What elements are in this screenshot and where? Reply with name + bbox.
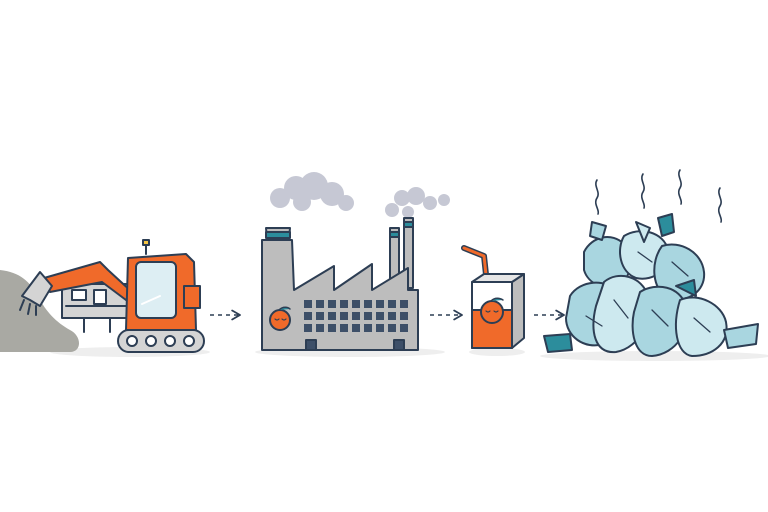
orange-mascot-icon	[480, 297, 504, 324]
track-wheel	[164, 335, 176, 347]
garbage-bag	[675, 296, 728, 357]
window-glint	[141, 295, 161, 305]
factory-building	[261, 239, 419, 351]
juice-box-icon	[461, 245, 525, 356]
earth-pile	[0, 270, 79, 352]
bag-tie	[675, 279, 697, 297]
stage-product	[461, 245, 525, 356]
track-wheel	[126, 335, 138, 347]
garbage-bags-icon	[540, 169, 768, 361]
chimney-stripe	[265, 231, 291, 239]
stage-extraction	[0, 239, 210, 357]
bag-folds	[585, 251, 711, 333]
bag-tie	[657, 213, 675, 237]
stage-waste	[540, 169, 768, 361]
excavator-icon	[0, 239, 210, 357]
bag-tie	[723, 323, 759, 349]
bag-tie	[589, 221, 607, 241]
machine-panel	[71, 289, 87, 301]
stage-manufacturing	[255, 172, 450, 357]
smoke-cloud-left	[270, 172, 354, 211]
bag-tie	[543, 333, 573, 353]
track-wheel	[183, 335, 195, 347]
odor-lines	[594, 169, 723, 223]
chimney-stripe	[403, 221, 414, 228]
bucket-teeth	[19, 299, 37, 316]
ground-shadow	[469, 348, 525, 356]
cab-window	[135, 261, 177, 319]
factory-door	[305, 339, 317, 351]
excavator-bucket	[21, 271, 53, 307]
track-wheel	[145, 335, 157, 347]
chimney-stripe	[389, 231, 400, 238]
bag-tie	[635, 221, 651, 243]
orange-mascot-icon	[269, 306, 291, 331]
engine-block	[183, 285, 201, 309]
factory-door	[393, 339, 405, 351]
machine-panel	[93, 289, 107, 305]
excavator-track	[117, 329, 205, 353]
factory-windows	[304, 300, 408, 332]
box-side	[511, 273, 525, 349]
beacon-light	[142, 239, 150, 246]
smoke-cloud-right	[385, 187, 450, 218]
factory-icon	[255, 172, 450, 357]
